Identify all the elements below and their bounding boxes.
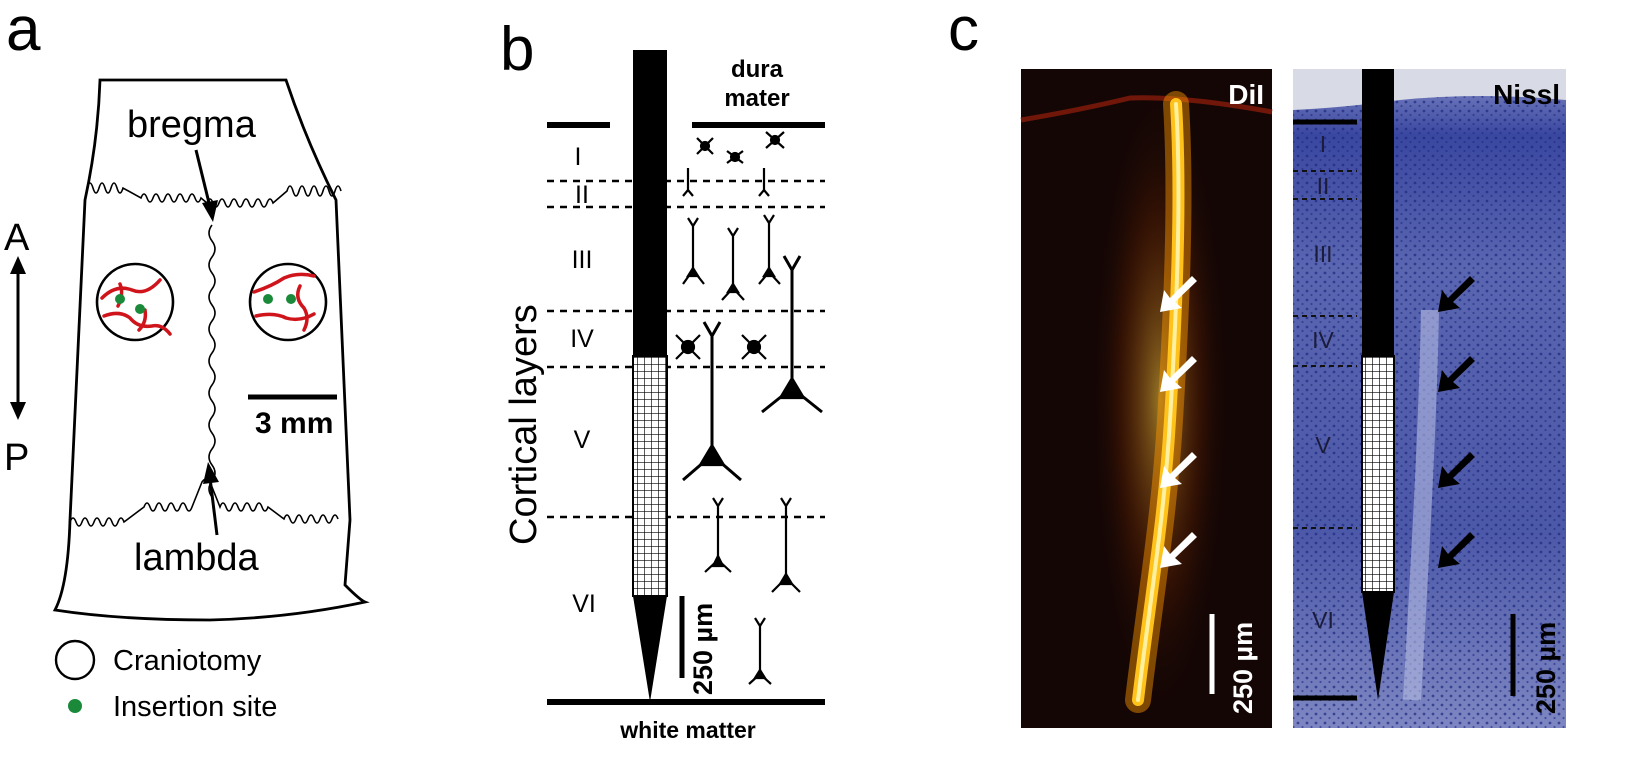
sagittal-suture <box>208 224 216 498</box>
layer-label-iv: IV <box>570 325 594 353</box>
nissl-layer-i: I <box>1320 131 1326 157</box>
skull-outline <box>52 78 370 622</box>
legend-insertion-symbol <box>68 699 82 713</box>
dil-label: DiI <box>1228 79 1264 110</box>
layer-label-ii: II <box>575 181 589 209</box>
lambda-label: lambda <box>134 537 259 579</box>
insertion-site <box>286 294 296 304</box>
panel-letter-a: a <box>6 0 41 64</box>
probe-c <box>1361 69 1395 700</box>
legend-insertion-label: Insertion site <box>113 691 277 723</box>
probe-b <box>632 50 668 702</box>
nissl-layer-vi: VI <box>1312 607 1334 633</box>
panel-b: b dura mater white matter Cortical layer… <box>500 15 825 743</box>
dil-arrows <box>1160 276 1197 568</box>
nissl-layer-v: V <box>1315 432 1331 458</box>
scale-label-nissl: 250 µm <box>1531 622 1561 714</box>
scale-label-b: 250 µm <box>688 603 718 695</box>
white-matter-label: white matter <box>619 717 756 743</box>
axis-posterior-label: P <box>4 437 29 479</box>
scale-label-dil: 250 µm <box>1228 622 1258 714</box>
dura-label-line1: dura <box>731 56 784 83</box>
panel-letter-b: b <box>500 15 534 84</box>
layer-label-vi: VI <box>572 590 596 618</box>
insertion-site <box>263 294 273 304</box>
insertion-site <box>115 294 125 304</box>
nissl-layer-ii: II <box>1317 173 1330 199</box>
legend-craniotomy-label: Craniotomy <box>113 645 262 677</box>
nissl-layer-iv: IV <box>1312 327 1334 353</box>
panel-letter-c: c <box>948 0 979 64</box>
coronal-suture <box>86 182 342 208</box>
bregma-label: bregma <box>127 104 257 146</box>
scale-label-3mm: 3 mm <box>255 407 333 440</box>
dura-label-line2: mater <box>724 85 789 112</box>
layer-label-iii: III <box>572 246 593 274</box>
insertion-site <box>135 304 145 314</box>
nissl-layer-iii: III <box>1313 241 1332 267</box>
craniotomy-left <box>95 262 175 342</box>
nissl-arrows <box>1438 276 1475 568</box>
layer-label-v: V <box>574 426 591 454</box>
layer-label-i: I <box>575 143 582 171</box>
axis-anterior-label: A <box>4 217 30 259</box>
neuron-drawings <box>675 131 823 685</box>
legend-craniotomy-symbol <box>54 639 96 681</box>
nissl-label: Nissl <box>1493 79 1560 110</box>
panel-c: c DiI 250 µm <box>948 0 1566 728</box>
cortical-layers-label: Cortical layers <box>503 304 545 545</box>
nissl-image: I II III IV V VI Nissl 250 µm <box>1293 69 1566 728</box>
panel-a: a bregma lambda A P 3 m <box>4 0 370 723</box>
dil-image: DiI 250 µm <box>1020 69 1273 728</box>
